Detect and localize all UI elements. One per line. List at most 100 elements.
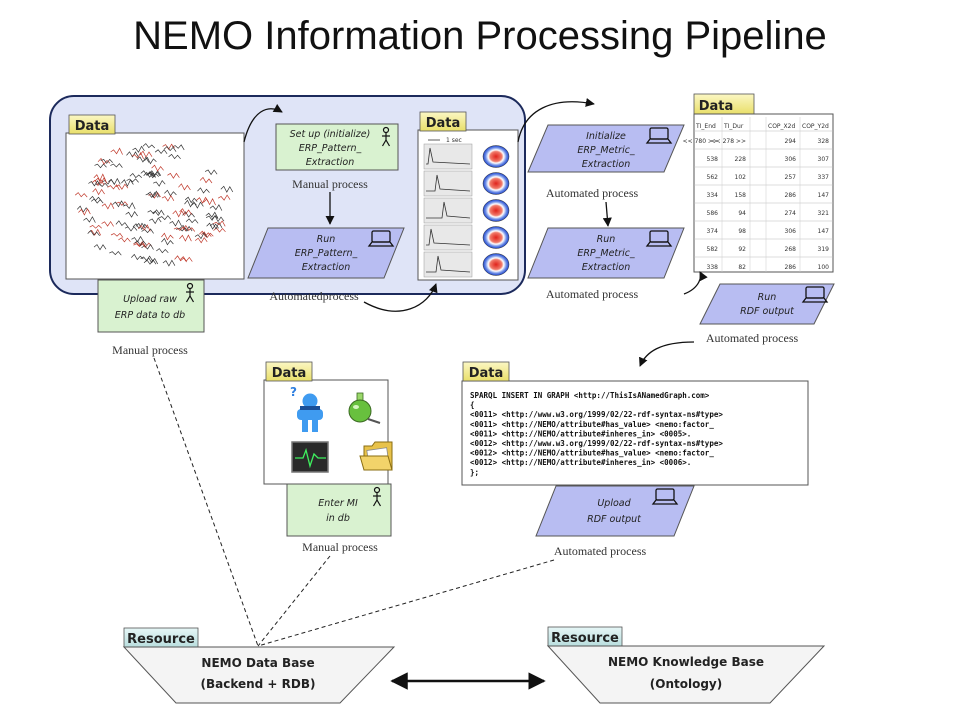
erp-squiggle [194,232,208,240]
laptop-icon [645,230,673,247]
erp-squiggle [158,215,172,221]
rdf-code-lines: SPARQL INSERT IN GRAPH <http://ThisIsANa… [470,391,723,477]
erp-squiggle [161,194,175,202]
table-cell: 582 [707,246,719,253]
table-cell: 586 [707,210,719,217]
table-cell: 562 [707,174,719,181]
table-cell: 286 [785,264,797,271]
metadata-data-panel: Data ? [263,361,393,485]
erp-squiggle [124,226,138,232]
waveform-cell [423,224,473,251]
erp-squiggle [126,151,139,158]
erp-squiggle [115,220,129,228]
erp-squiggle [132,222,146,230]
erp-squiggle [172,144,185,151]
setup-pattern-step: Set up (initialize) ERP_Pattern_ Extract… [275,123,399,171]
table-cell: 374 [707,228,719,235]
svg-text:(Ontology): (Ontology) [650,677,722,691]
erp-squiggle [152,209,165,217]
erp-squiggle [131,253,144,261]
table-cell: 100 [818,264,830,271]
erp-squiggle [156,248,169,254]
automated-process-label: Automated process [706,331,799,345]
page-title: NEMO Information Processing Pipeline [133,14,827,58]
rdf-code-line: }; [470,468,479,477]
svg-text:Initialize: Initialize [586,131,626,142]
rdf-code-panel: Data SPARQL INSERT IN GRAPH <http://This… [461,361,809,486]
table-cell: << 780 >> [683,138,718,145]
table-cell: 338 [707,264,719,271]
run-metric-step: Run ERP_Metric_ Extraction [527,227,685,279]
svg-text:Extraction: Extraction [302,262,351,273]
erp-squiggle [179,208,192,215]
nemo-database-resource: Resource NEMO Data Base (Backend + RDB) [122,627,396,704]
erp-squiggle [167,172,180,179]
erp-squiggle [217,194,231,201]
waveform-scale: 1 sec [446,137,462,144]
erp-squiggle [172,210,185,218]
flask-icon [348,392,381,424]
erp-squiggle [131,151,144,159]
erp-squiggle [112,200,125,208]
laptop-icon [367,230,395,247]
erp-squiggle [90,198,104,204]
erp-squiggle [143,171,156,178]
erp-squiggle [94,163,107,169]
erp-squiggle [161,232,174,241]
waveform-trace [426,255,471,273]
erp-squiggle [107,184,120,191]
svg-text:RDF output: RDF output [587,514,642,525]
svg-text:Data: Data [272,366,307,381]
folder-icon [359,441,393,471]
table-header: TI_End [695,123,716,130]
enter-mi-step: Enter MI in db [286,483,392,537]
nemo-knowledge-resource: Resource NEMO Knowledge Base (Ontology) [546,626,826,704]
automatedprocess-label: Automatedprocess [269,289,359,303]
erp-squiggle [174,255,187,263]
topo-map [482,172,510,195]
table-cell: 94 [738,210,746,217]
erp-squiggle [141,243,154,250]
run-pattern-step: Run ERP_Pattern_ Extraction [247,227,405,279]
erp-squiggle [138,224,151,232]
erp-squiggle [161,237,174,246]
rdf-code-line: <0011> <http://www.w3.org/1999/02/22-rdf… [470,410,723,419]
topo-map [482,145,510,168]
rdf-code-line: <0012> <http://NEMO/attribute#has_value>… [470,449,714,458]
erp-squiggle [100,158,113,164]
erp-squiggle [136,156,150,163]
svg-text:ERP_Pattern_: ERP_Pattern_ [295,248,358,259]
erp-squiggle [115,183,129,190]
table-cell: 319 [818,246,830,253]
erp-squiggle [131,235,144,243]
svg-text:Data: Data [426,116,461,131]
table-cell: 306 [785,228,797,235]
table-cell: 98 [738,228,746,235]
erp-squiggle [184,196,198,204]
erp-squiggle [108,177,121,186]
erp-squiggle [94,177,108,185]
erp-squiggle [142,143,156,149]
erp-squiggle [149,217,162,225]
erp-squiggle [180,256,193,262]
erp-squiggle [151,164,164,172]
erp-squiggle [93,173,107,182]
person-icon: ? [290,385,323,432]
erp-waveform-cloud [74,143,234,267]
table-cell: 337 [818,174,830,181]
table-cell: 92 [738,246,746,253]
table-cell: 147 [818,228,830,235]
svg-text:ERP data to db: ERP data to db [115,310,185,321]
table-cell: 334 [707,192,719,199]
erp-squiggle [110,147,123,155]
erp-squiggle [197,187,210,194]
waveform-trace [426,147,471,165]
svg-text:Extraction: Extraction [306,157,355,168]
manual-process-label: Manual process [292,177,368,191]
svg-text:NEMO Data Base: NEMO Data Base [201,656,314,670]
table-cell: 268 [785,246,797,253]
waveform-trace [426,174,471,192]
table-cell: 228 [735,156,747,163]
svg-text:Upload: Upload [597,498,631,509]
